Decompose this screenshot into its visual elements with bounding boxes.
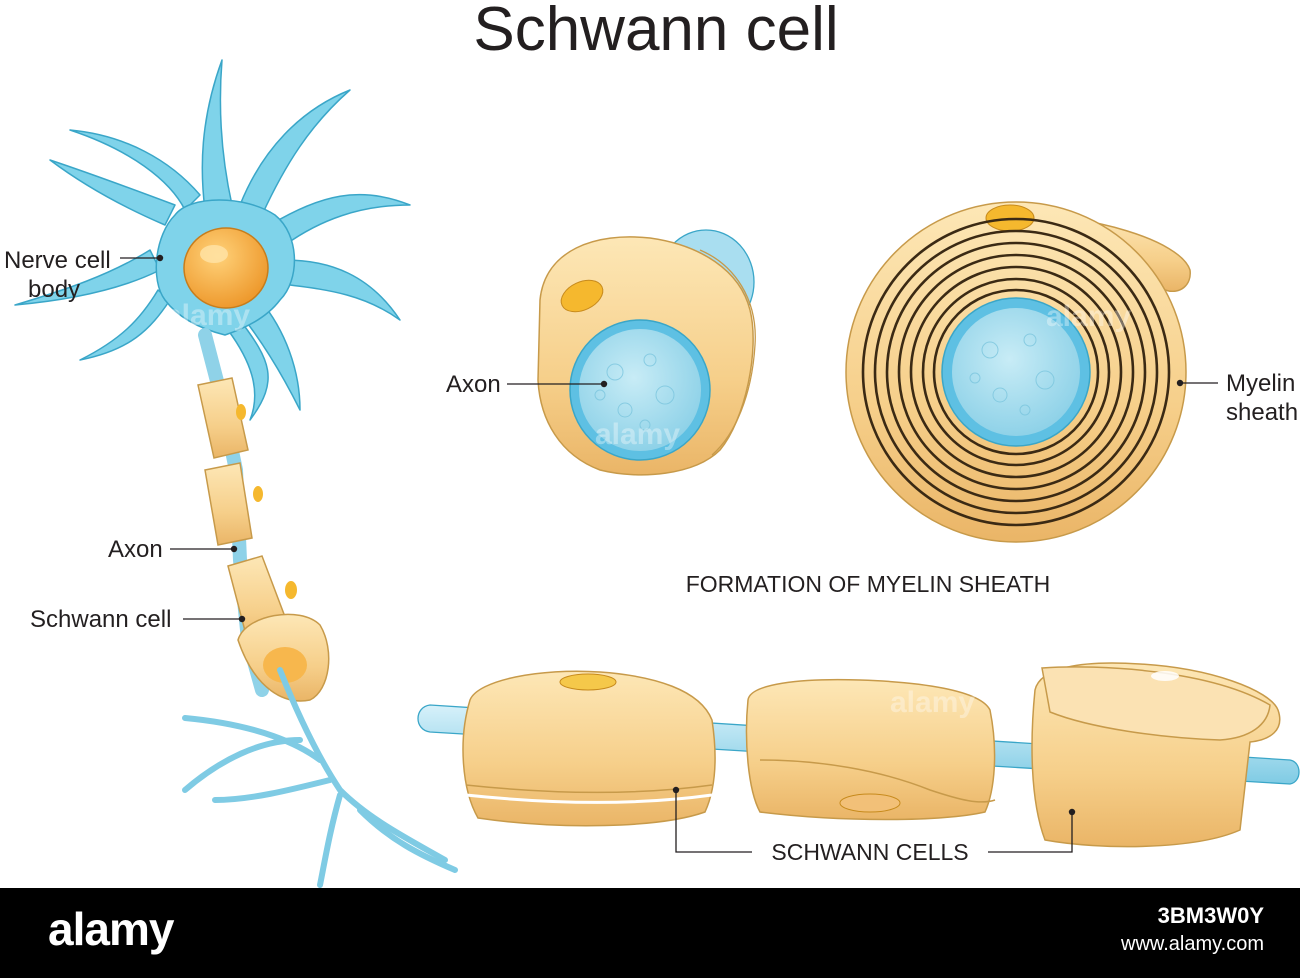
label-myelin-line2: sheath — [1226, 399, 1298, 426]
label-schwann-cells: SCHWANN CELLS — [771, 839, 968, 865]
pointer-schwann-cells-left — [672, 786, 680, 794]
label-myelin-line1: Myelin — [1226, 370, 1295, 397]
neuron — [14, 59, 458, 888]
pointer-axon-middle — [600, 380, 608, 388]
label-nerve-cell-body-line1: Nerve cell — [4, 247, 111, 274]
schwann-cell-1 — [462, 670, 716, 827]
schwann-cell-2 — [745, 678, 996, 821]
watermark-3: alamy — [1046, 300, 1131, 333]
myelin-sheath-cross-section — [845, 201, 1191, 543]
label-axon-left: Axon — [108, 536, 163, 563]
pointer-schwann-cells-right — [1068, 808, 1076, 816]
schwann-cell-initial-wrap — [537, 229, 756, 476]
pointer-nerve-cell-body — [156, 254, 164, 262]
watermark-2: alamy — [595, 418, 680, 451]
schwann-cell-3 — [1031, 662, 1281, 848]
diagram-title: Schwann cell — [473, 0, 838, 64]
label-schwann-cell: Schwann cell — [30, 606, 171, 633]
pointer-axon-left — [230, 545, 238, 553]
footer-meta: 3BM3W0Y www.alamy.com — [1121, 902, 1264, 958]
watermarks: alamy alamy alamy alamy — [165, 299, 1131, 719]
site-url: www.alamy.com — [1121, 933, 1264, 955]
leader-schwann-cells-left — [675, 790, 752, 853]
nucleus-highlight — [200, 245, 228, 263]
dendrites — [14, 59, 411, 421]
stock-footer-bar: alamy 3BM3W0Y www.alamy.com — [0, 888, 1300, 978]
myelin-rings — [861, 217, 1171, 527]
schwann-cells-row — [417, 662, 1300, 848]
image-id: 3BM3W0Y — [1157, 903, 1264, 928]
myelin-segments — [197, 377, 330, 702]
watermark-1: alamy — [165, 299, 250, 332]
label-nerve-cell-body-line2: body — [28, 276, 80, 303]
alamy-logo: alamy — [48, 903, 174, 955]
pointer-myelin — [1176, 379, 1184, 387]
nucleus — [183, 227, 269, 309]
leader-schwann-cells-right — [988, 812, 1073, 853]
pointer-schwann-cell — [238, 615, 246, 623]
label-formation: FORMATION OF MYELIN SHEATH — [686, 571, 1051, 597]
axon-terminals — [182, 667, 458, 888]
watermark-4: alamy — [890, 686, 975, 719]
label-axon-middle: Axon — [446, 371, 501, 398]
